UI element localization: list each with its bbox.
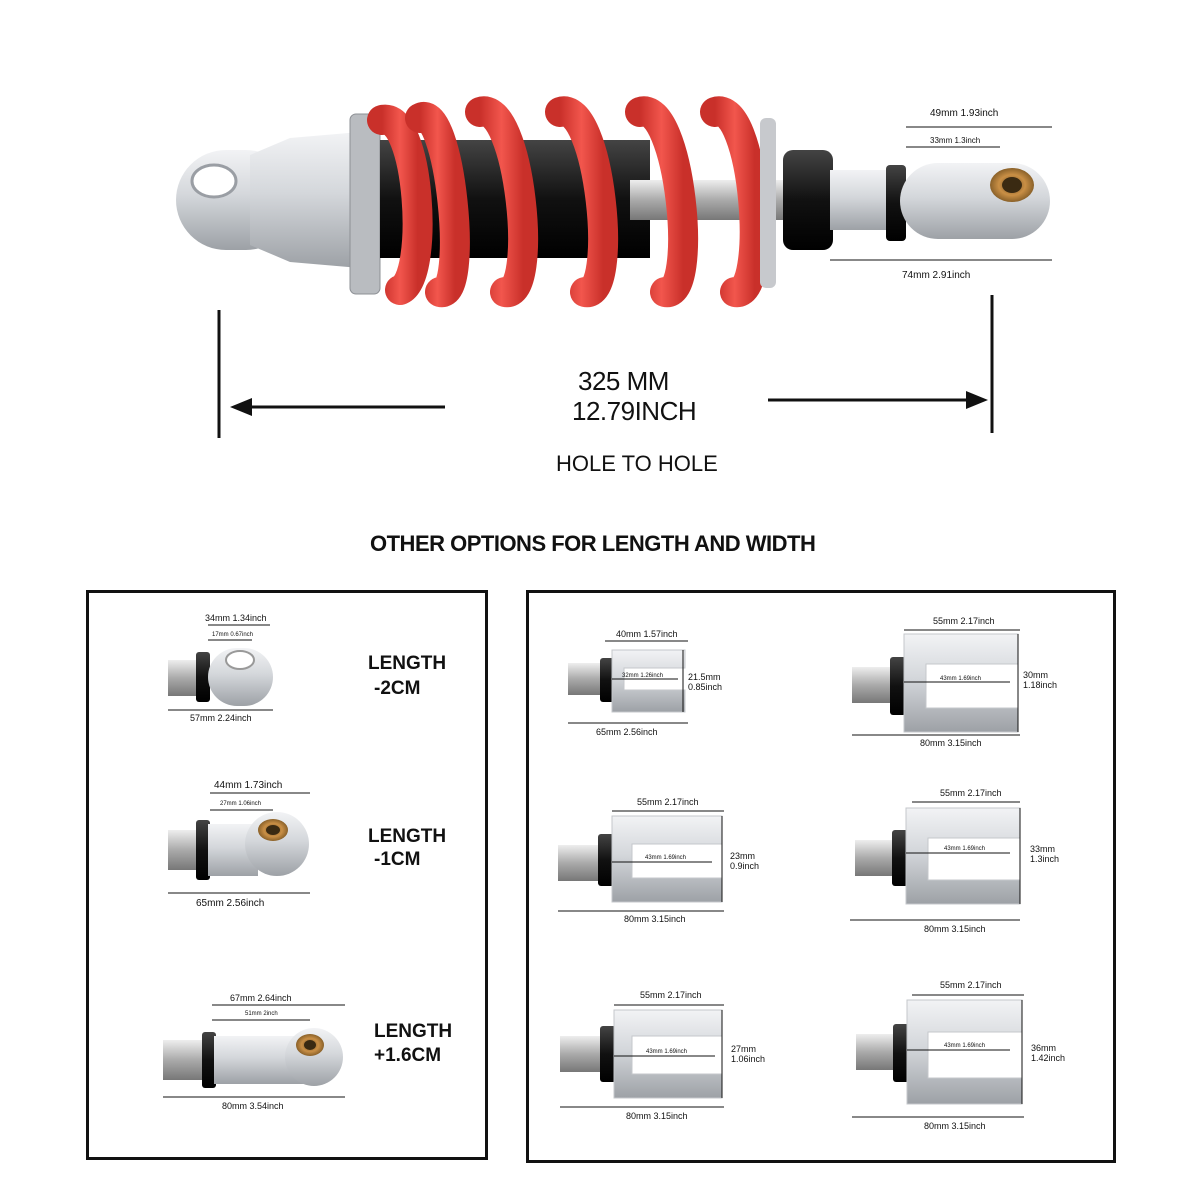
clevis-part-3 bbox=[558, 815, 723, 903]
spring-perch bbox=[760, 118, 776, 288]
right6-side-dim1: 36mm bbox=[1031, 1043, 1057, 1053]
bottom-eye-mount bbox=[900, 163, 1050, 239]
dim-lines-top bbox=[830, 126, 1052, 261]
clevis-part-4 bbox=[855, 807, 1021, 905]
left1-length-line1: LENGTH bbox=[368, 653, 447, 674]
right4-bottom-dim: 80mm 3.15inch bbox=[924, 924, 986, 934]
right6-inner-dim: 43mm 1.69inch bbox=[944, 1043, 986, 1049]
left2-bottom-dim: 65mm 2.56inch bbox=[196, 898, 265, 909]
right4-side-dim2: 1.3inch bbox=[1030, 854, 1060, 864]
right3-top-dim: 55mm 2.17inch bbox=[637, 797, 699, 807]
left1-bottom-dim: 57mm 2.24inch bbox=[190, 713, 252, 723]
left-dim-lines bbox=[163, 624, 345, 1098]
right4-side-dim1: 33mm bbox=[1030, 844, 1056, 854]
right6-top-dim: 55mm 2.17inch bbox=[940, 980, 1002, 990]
right5-inner-dim: 43mm 1.69inch bbox=[646, 1049, 688, 1055]
right1-side-dim2: 0.85inch bbox=[688, 682, 723, 692]
left2-length-line2: -1CM bbox=[374, 849, 421, 870]
clevis-part-5 bbox=[560, 1009, 723, 1099]
clevis-part-1 bbox=[568, 649, 686, 713]
left-options-panel bbox=[86, 590, 488, 1160]
left3-length-line1: LENGTH bbox=[374, 1021, 453, 1042]
eye-part-medium bbox=[168, 812, 309, 880]
right2-bottom-dim: 80mm 3.15inch bbox=[920, 738, 982, 748]
right3-bottom-dim: 80mm 3.15inch bbox=[624, 914, 686, 924]
left3-length-line2: +1.6CM bbox=[374, 1045, 442, 1066]
spring bbox=[367, 96, 770, 307]
left2-top-dim: 44mm 1.73inch bbox=[214, 780, 283, 791]
right5-bottom-dim: 80mm 3.15inch bbox=[626, 1111, 688, 1121]
clevis-part-2 bbox=[852, 633, 1019, 733]
right3-side-dim2: 0.9inch bbox=[730, 861, 760, 871]
right1-side-dim1: 21.5mm bbox=[688, 672, 721, 682]
right1-top-dim: 40mm 1.57inch bbox=[616, 629, 678, 639]
left3-bottom-dim: 80mm 3.54inch bbox=[222, 1101, 284, 1111]
left2-length-line1: LENGTH bbox=[368, 826, 447, 847]
right6-bottom-dim: 80mm 3.15inch bbox=[924, 1121, 986, 1131]
dim-label-33mm: 33mm 1.3inch bbox=[930, 136, 981, 145]
eye-part-long bbox=[163, 1028, 343, 1088]
hole-to-hole-label: HOLE TO HOLE bbox=[556, 451, 718, 476]
options-title: OTHER OPTIONS FOR LENGTH AND WIDTH bbox=[370, 531, 816, 556]
length-inch-label: 12.79INCH bbox=[572, 396, 697, 426]
left3-top-dim: 67mm 2.64inch bbox=[230, 993, 292, 1003]
left3-inner-dim: 51mm 2inch bbox=[245, 1011, 278, 1017]
right2-side-dim1: 30mm bbox=[1023, 670, 1049, 680]
right4-inner-dim: 43mm 1.69inch bbox=[944, 846, 986, 852]
left1-length-line2: -2CM bbox=[374, 678, 421, 699]
right2-top-dim: 55mm 2.17inch bbox=[933, 616, 995, 626]
lock-nut bbox=[886, 165, 906, 241]
right6-side-dim2: 1.42inch bbox=[1031, 1053, 1066, 1063]
eye-part-short bbox=[168, 648, 273, 706]
right-options-panel bbox=[526, 590, 1116, 1163]
right2-side-dim2: 1.18inch bbox=[1023, 680, 1058, 690]
right3-inner-dim: 43mm 1.69inch bbox=[645, 855, 687, 861]
length-mm-label: 325 MM bbox=[578, 366, 669, 396]
dim-label-49mm: 49mm 1.93inch bbox=[930, 108, 999, 119]
top-body bbox=[250, 132, 360, 268]
right1-bottom-dim: 65mm 2.56inch bbox=[596, 727, 658, 737]
dim-label-74mm: 74mm 2.91inch bbox=[902, 270, 971, 281]
hole-to-hole-marks bbox=[217, 295, 994, 438]
right3-side-dim1: 23mm bbox=[730, 851, 756, 861]
right-dim-lines bbox=[558, 629, 1024, 1118]
right5-side-dim2: 1.06inch bbox=[731, 1054, 766, 1064]
right2-inner-dim: 43mm 1.69inch bbox=[940, 676, 982, 682]
right5-top-dim: 55mm 2.17inch bbox=[640, 990, 702, 1000]
right1-inner-dim: 32mm 1.26inch bbox=[622, 673, 664, 679]
left1-top-dim: 34mm 1.34inch bbox=[205, 613, 267, 623]
adjuster-knob bbox=[783, 150, 833, 250]
clevis-part-6 bbox=[856, 999, 1023, 1105]
right4-top-dim: 55mm 2.17inch bbox=[940, 788, 1002, 798]
right5-side-dim1: 27mm bbox=[731, 1044, 757, 1054]
left2-inner-dim: 27mm 1.06inch bbox=[220, 801, 262, 807]
lower-shaft bbox=[830, 170, 890, 230]
left1-inner-dim: 17mm 0.67inch bbox=[212, 632, 254, 638]
